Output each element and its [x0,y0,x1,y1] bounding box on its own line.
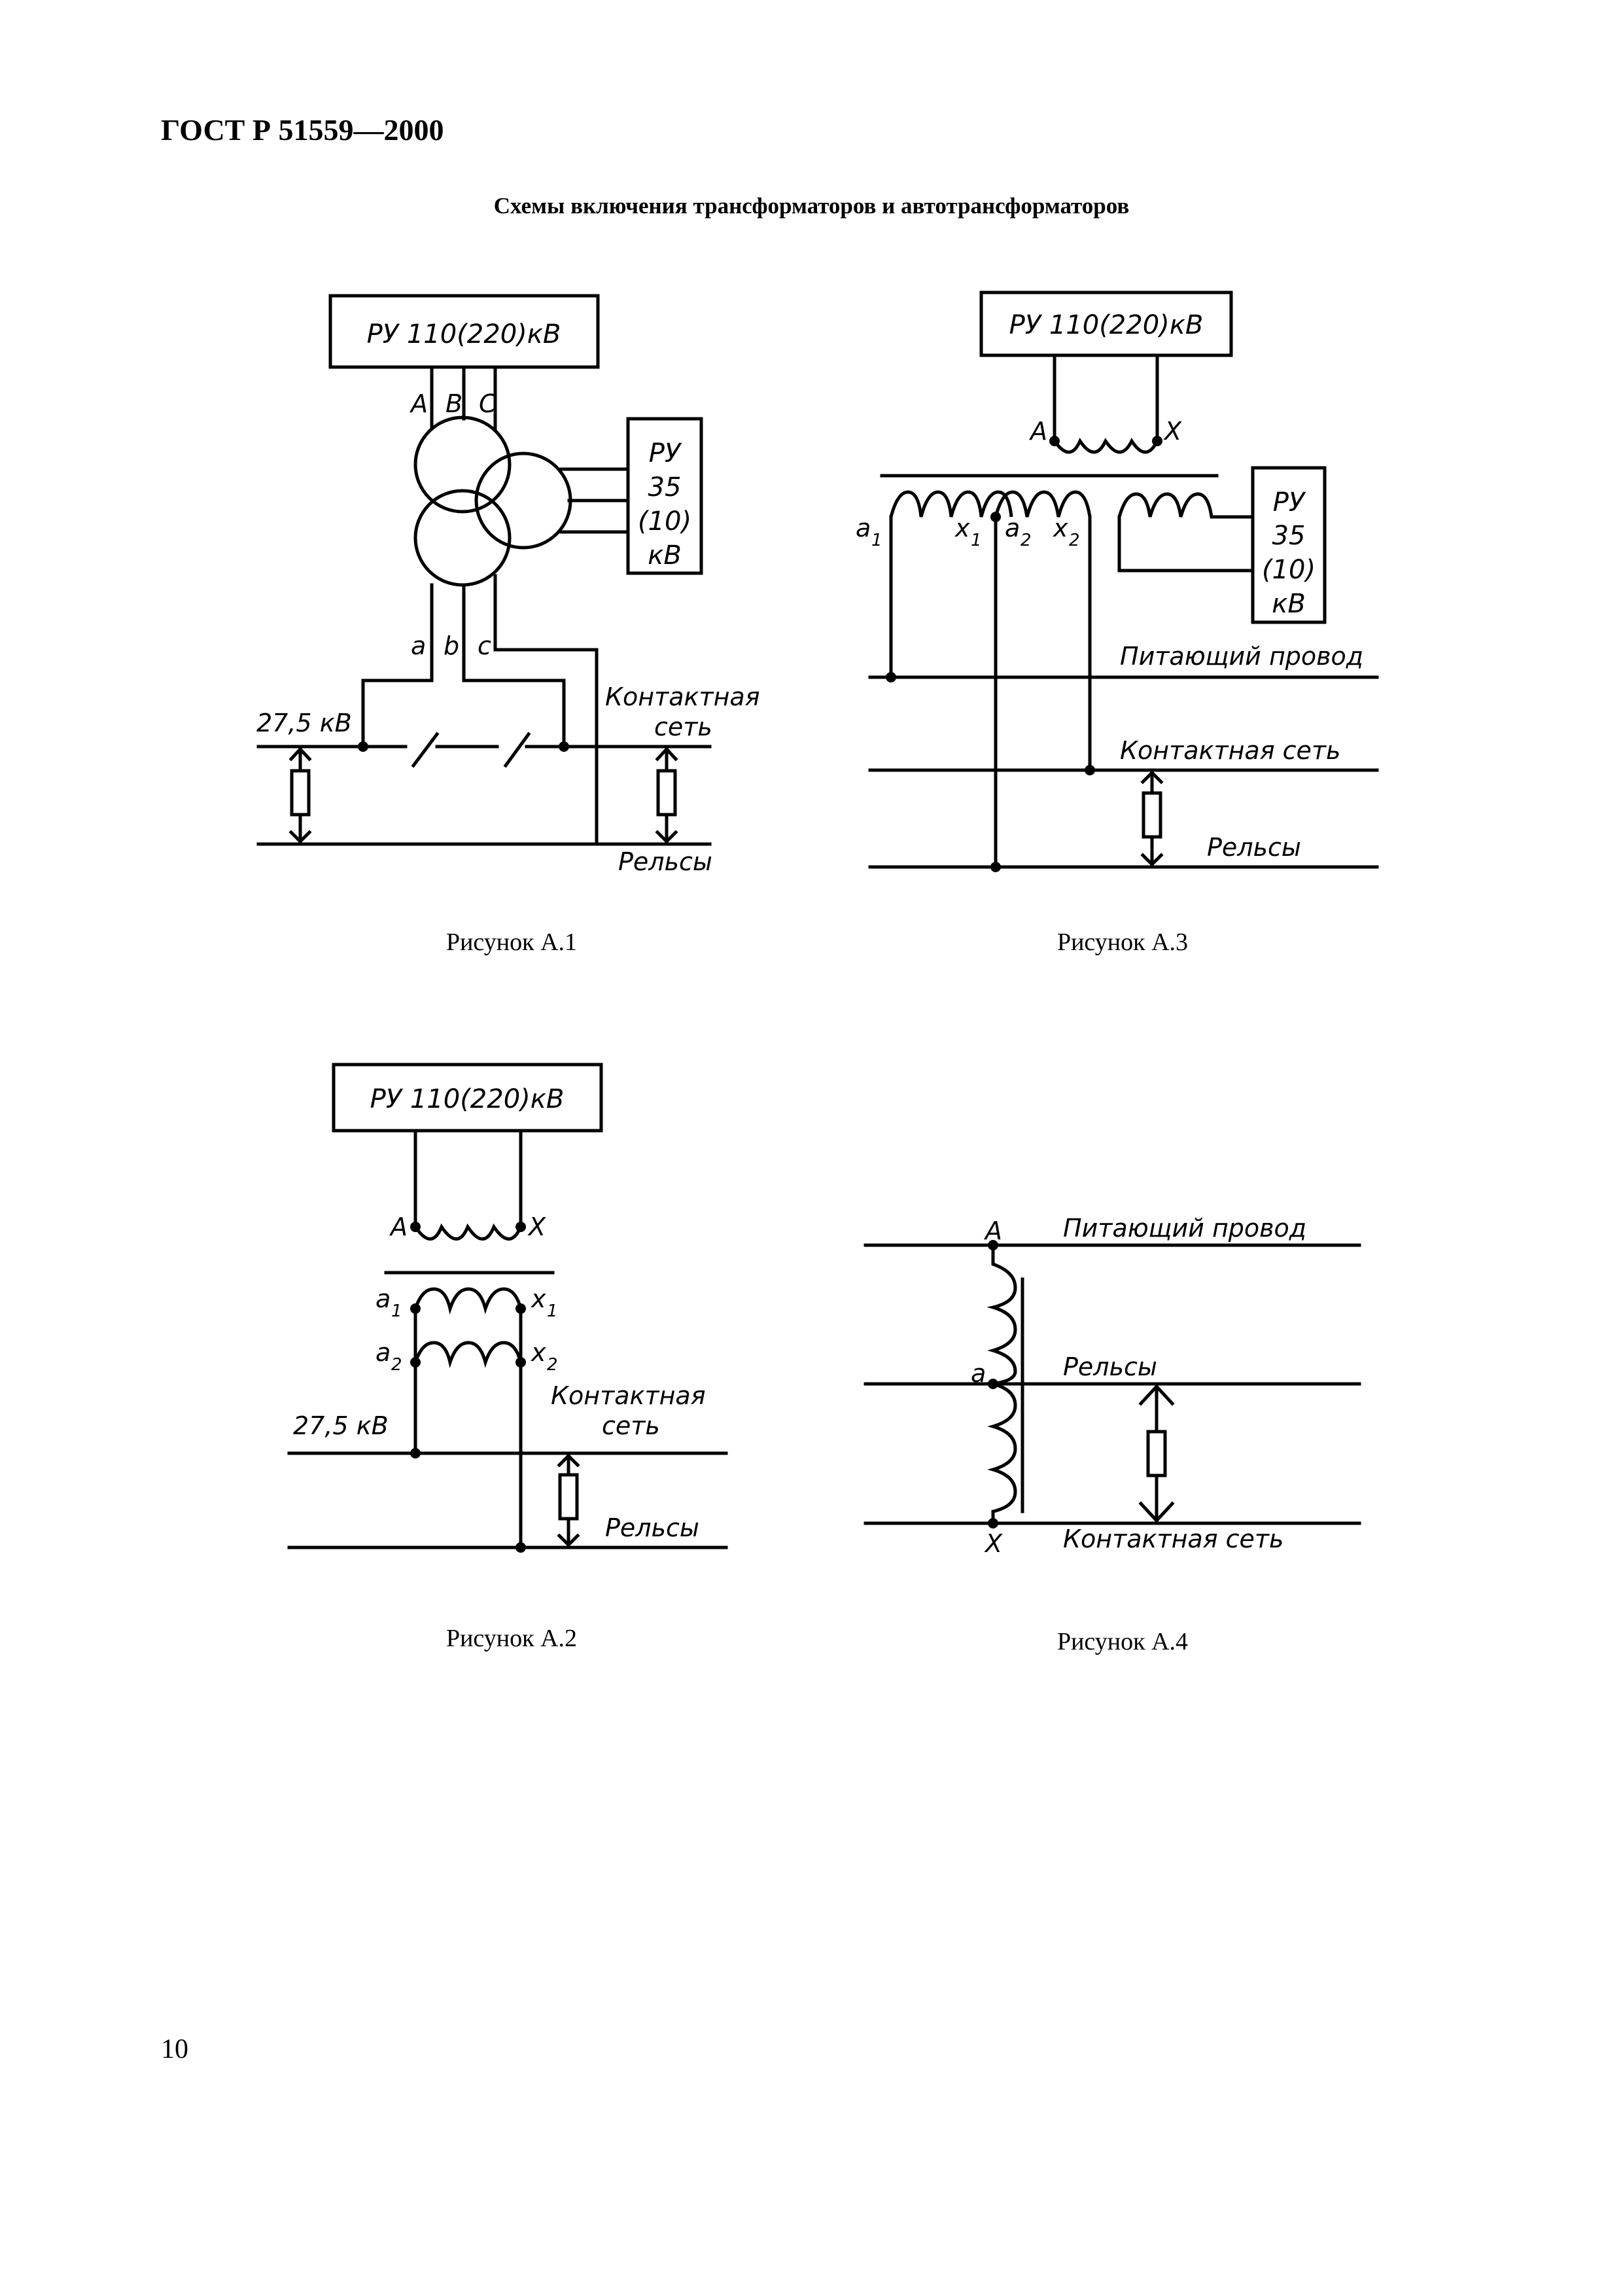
figure-a4-caption: Рисунок А.4 [1056,1628,1189,1655]
contact-label: Контактная сеть [1063,1525,1283,1553]
load-right [655,747,678,844]
a-terminal-label: A [1028,417,1047,446]
feeder-label: Питающий провод [1063,1214,1306,1243]
ru-110-label: РУ 110(220)кВ [370,1084,565,1114]
voltage-label: 27,5 кВ [293,1411,389,1440]
sec-b-label: b [444,631,459,660]
svg-text:2: 2 [1069,531,1080,550]
svg-text:1: 1 [547,1301,558,1321]
load-left [288,747,312,844]
primary-coil [413,1223,523,1241]
x1-label: x [531,1284,546,1313]
contact-rails-lines [287,1451,728,1549]
a-tap-label: a [971,1359,986,1388]
a2-label: a [1005,514,1020,542]
tertiary-coil [1117,492,1253,519]
x2-label: x [1053,514,1068,542]
x-terminal-label: X [984,1529,1003,1558]
rails-label: Рельсы [605,1513,699,1542]
svg-text:1: 1 [971,531,982,550]
figure-a3-diagram: РУ 110(220)кВ A X РУ 35 (10) кВ a [856,291,1379,872]
page-number: 10 [161,2034,188,2064]
secondary-coil-2 [413,1341,523,1369]
feeder-label: Питающий провод [1120,642,1363,671]
a2-label: a [375,1338,391,1367]
sec-c-label: c [478,631,491,660]
x-terminal-label: X [1163,417,1182,446]
ru-35-box [1251,466,1327,624]
primary-phase-wires [430,365,497,431]
svg-text:2: 2 [391,1355,402,1375]
secondary-coil-1 [413,1287,523,1315]
feeder-rails-contact-lines [864,1243,1361,1525]
ru-35-label-4: кВ [648,540,682,571]
figure-a2-caption: Рисунок А.2 [445,1625,578,1652]
ru-110-label: РУ 110(220)кВ [367,319,561,349]
primary-leads [1053,353,1159,443]
ru-35-label-4: кВ [1272,589,1306,619]
contact-label-2: сеть [602,1411,660,1440]
primary-coil [1053,437,1159,454]
ru-35-label-3: (10) [1262,555,1316,585]
contact-label-1: Контактная [605,682,760,711]
ru-35-label-2: 35 [1272,521,1306,551]
ru-35-box [626,417,703,575]
winding-circle-primary [413,415,512,514]
ru-35-label-2: 35 [648,472,682,503]
load [1140,770,1164,867]
x2-label: x [531,1338,546,1367]
ru-35-label-3: (10) [638,506,691,537]
secondary-wire-b [462,583,566,748]
ru-110-box [332,1063,603,1133]
tertiary-wires [559,467,630,534]
rails-label: Рельсы [1063,1352,1157,1381]
secondary-coil-1 [889,490,1013,518]
x-terminal-label: X [527,1212,546,1241]
secondary-wire-a [361,583,434,748]
ru-35-label-1: РУ [649,438,682,468]
page-title: Схемы включения трансформаторов и автотр… [493,193,1130,219]
svg-text:2: 2 [1021,531,1032,550]
figure-a2-diagram: РУ 110(220)кВ A X a 1 x 1 a 2 x [287,1063,728,1553]
svg-text:1: 1 [391,1301,402,1321]
primary-leads [413,1129,523,1229]
contact-label-2: сеть [654,713,712,741]
autotransformer-coil [986,1245,1017,1523]
figure-a3-caption: Рисунок А.3 [1056,928,1189,956]
a1-label: a [375,1284,391,1313]
ru-110-label: РУ 110(220)кВ [1009,310,1204,340]
a1-label: a [856,514,871,542]
contact-label-1: Контактная [551,1381,706,1410]
ru-35-label-1: РУ [1273,487,1306,518]
phase-b-label: B [445,389,462,418]
tertiary-return [1117,515,1255,573]
rails-label: Рельсы [1207,833,1301,862]
phase-c-label: C [479,389,497,418]
contact-label: Контактная сеть [1120,736,1340,765]
rails-label: Рельсы [618,847,712,876]
figure-a4-diagram: A a X Питающий провод Рельсы Контактная … [864,1214,1361,1558]
section-switches [411,732,531,768]
svg-text:2: 2 [547,1355,558,1375]
document-header: ГОСТ Р 51559—2000 [161,113,444,147]
a-terminal-label: A [389,1212,408,1241]
ru-110-box [979,291,1233,357]
a-terminal-label: A [983,1216,1002,1245]
sec-a-label: a [411,631,426,660]
voltage-label: 27,5 кВ [256,709,352,737]
x1-label: x [954,514,970,542]
secondary-wire-c [493,574,599,846]
svg-text:1: 1 [871,531,882,550]
load [557,1453,580,1547]
load [1138,1384,1175,1523]
phase-a-label: A [409,389,428,418]
secondary-coil-2 [994,490,1092,518]
figure-a1-caption: Рисунок А.1 [445,928,578,956]
figure-a1-diagram: РУ 110(220)кВ A B C РУ 35 (10) кВ a b c [256,294,760,876]
feeder-contact-rails-lines [868,675,1379,869]
